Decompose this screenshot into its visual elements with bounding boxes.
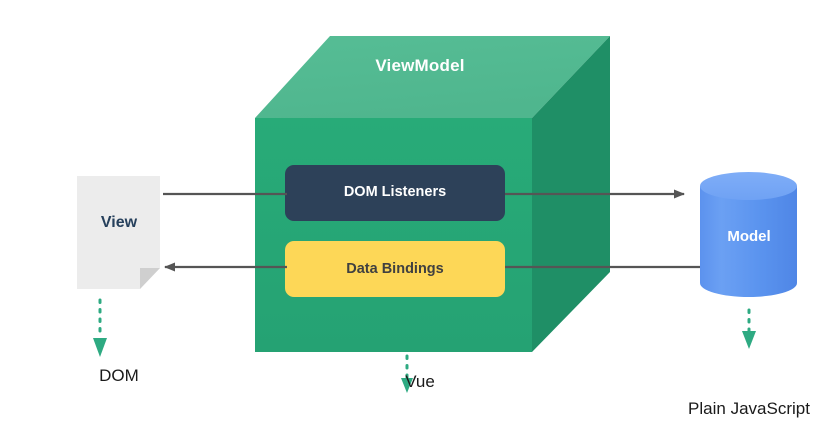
dotted-arrow-viewmodel-to-vue [401,354,413,393]
dom-listeners-box[interactable] [285,165,505,221]
view-document-shape [77,176,160,289]
cylinder-top-ellipse [700,172,797,200]
dotted-arrow-model-to-plain-js-objects [742,308,756,349]
viewmodel-cube [255,36,610,352]
view-document-fold [140,268,160,289]
cube-top-face [255,36,610,118]
caption-pjo-line1: Plain JavaScript [688,399,810,419]
view-document-body [77,176,160,289]
dotted-arrow-view-to-dom [93,298,107,357]
view-label: View [100,214,138,231]
viewmodel-label: ViewModel [375,56,465,75]
dom-listeners-label: DOM Listeners [343,184,447,200]
cube-front-face [255,118,532,352]
caption-dom: DOM [99,366,139,385]
data-bindings-box[interactable] [285,241,505,297]
cylinder-body [700,186,797,297]
caption-vue: Vue [405,372,435,391]
model-label: Model [727,228,771,245]
caption-plain-javascript-objects: Plain JavaScript Objects [674,358,824,428]
model-cylinder-shape [700,172,797,297]
data-bindings-label: Data Bindings [346,261,444,277]
